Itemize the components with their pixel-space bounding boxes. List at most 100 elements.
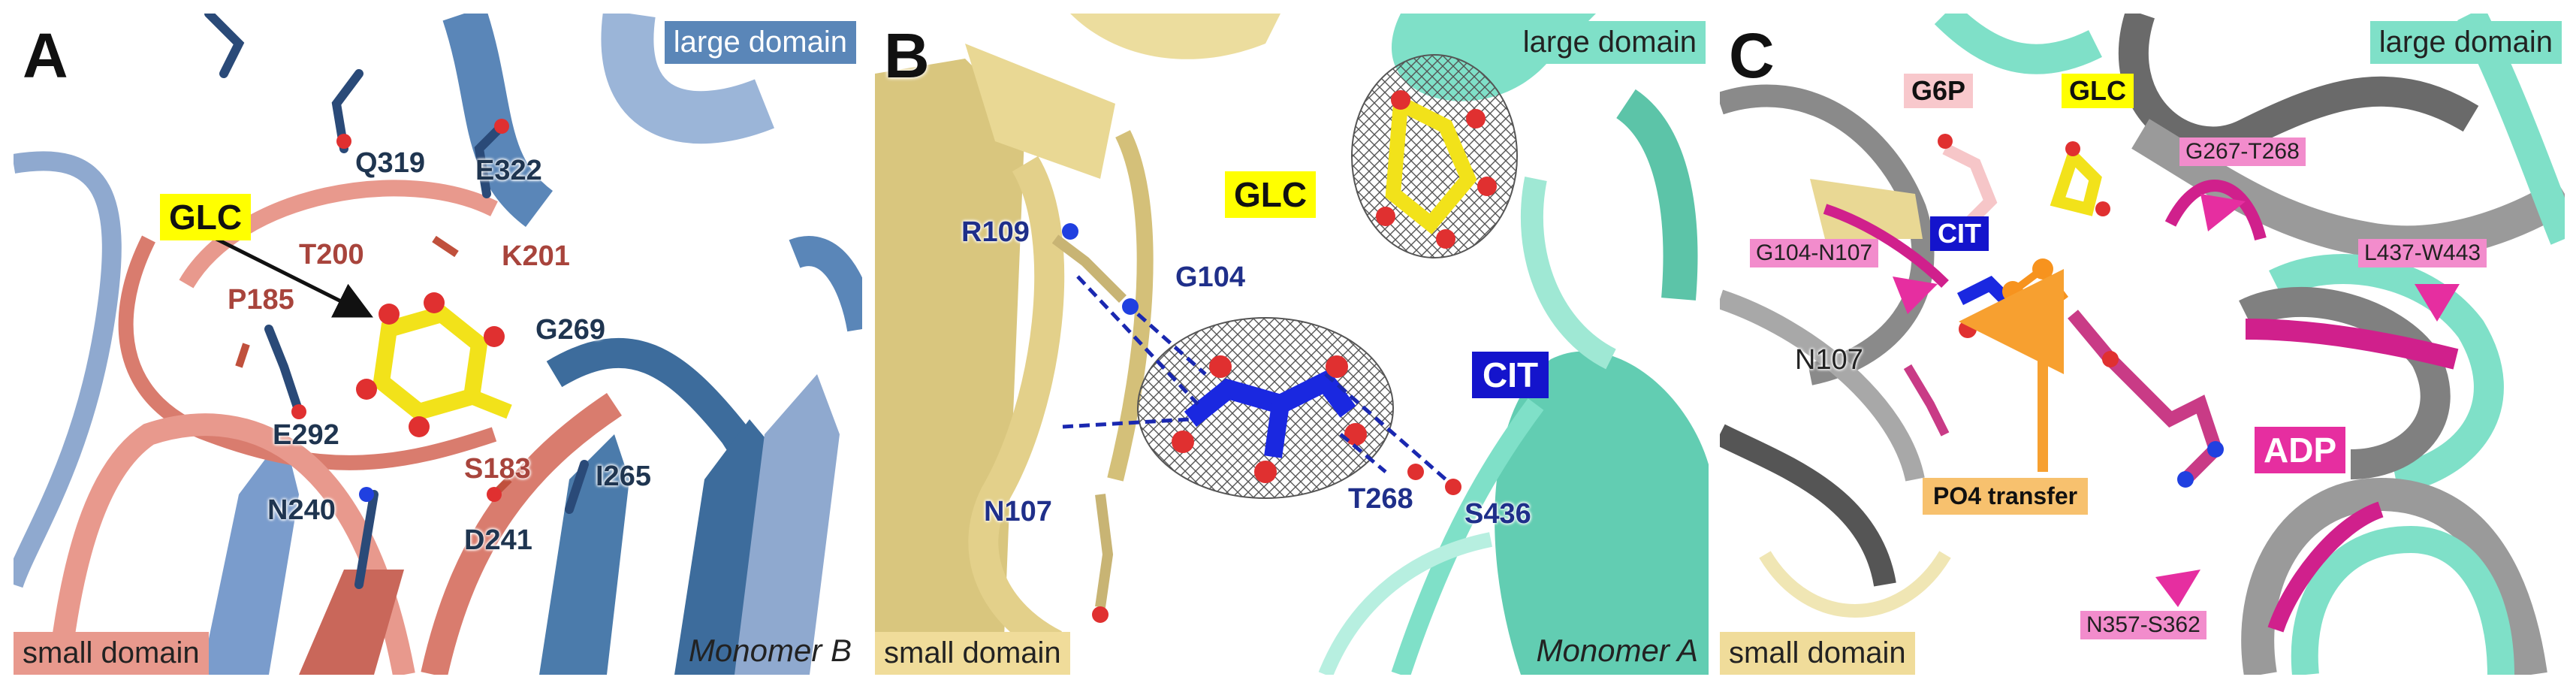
loop-ribbon — [47, 413, 415, 675]
segment-ribbon — [2164, 180, 2267, 241]
helix-ribbon — [2269, 254, 2504, 494]
residue-stick — [331, 69, 363, 153]
segment-pointer — [1893, 277, 1938, 314]
hydrogen-bonds — [1062, 275, 1447, 481]
adp-tag: ADP — [2255, 427, 2346, 473]
oxygen-atom — [291, 404, 306, 419]
nitrogen-atom — [359, 487, 374, 502]
helix-ribbon — [421, 393, 622, 675]
panel-a-structure — [14, 14, 862, 675]
loop-ribbon — [14, 151, 122, 588]
residue-stick — [264, 325, 303, 416]
loop-ribbon — [1107, 130, 1154, 482]
segment-pointer — [2155, 570, 2200, 607]
g6p-tag: G6P — [1904, 74, 1974, 108]
glc-molecule — [2050, 141, 2110, 216]
residue-label: N107 — [1795, 344, 1863, 376]
residue-label: T200 — [299, 239, 364, 270]
glc-arrow — [215, 237, 373, 318]
residue-label: Q319 — [355, 147, 425, 179]
residue-label: T268 — [1348, 483, 1413, 515]
segment-ribbon — [1823, 204, 1949, 288]
large-domain-label: large domain — [2369, 21, 2562, 64]
helix-ribbon — [2291, 525, 2514, 675]
small-domain-label: small domain — [875, 632, 1070, 675]
segment-label: L437-W443 — [2358, 239, 2487, 267]
glc-tag: GLC — [160, 194, 252, 240]
residue-label: P185 — [228, 284, 294, 316]
residue-label: D241 — [464, 524, 532, 556]
residue-label: I265 — [596, 461, 651, 492]
residue-label: N240 — [267, 494, 336, 526]
loop-ribbon — [1520, 177, 1617, 370]
po4-transfer-tag: PO4 transfer — [1923, 478, 2089, 515]
helix-ribbon — [1070, 14, 1280, 59]
loop-ribbon — [1759, 551, 1951, 618]
panel-c-structure — [1720, 14, 2565, 675]
residue-stick — [1903, 364, 1950, 437]
residue-label: E292 — [273, 419, 339, 451]
segment-ribbon — [2245, 319, 2459, 370]
segment-pointer — [2200, 194, 2246, 231]
panel-label: A — [23, 20, 68, 91]
loop-ribbon — [1720, 289, 1925, 482]
nitrogen-atom — [1122, 298, 1139, 315]
sheet-ribbon — [968, 156, 1065, 658]
adp-molecule — [2068, 310, 2224, 488]
large-domain-label: large domain — [664, 21, 856, 64]
cit-molecule — [1172, 355, 1367, 483]
residue-stick — [1095, 494, 1114, 608]
glc-tag: GLC — [1225, 171, 1317, 218]
loop-ribbon — [789, 236, 862, 332]
oxygen-atom — [487, 487, 502, 502]
cit-tag: CIT — [1930, 216, 1989, 251]
small-domain-label: small domain — [14, 632, 209, 675]
strand-arrow — [201, 434, 299, 675]
loop-ribbon — [1720, 424, 1896, 587]
small-domain-label: small domain — [1720, 632, 1915, 675]
residue-stick — [235, 343, 250, 368]
sheet-ribbon — [965, 44, 1115, 179]
helix-ribbon — [1934, 14, 2102, 74]
glc-tag: GLC — [2062, 74, 2134, 108]
residue-stick — [1051, 234, 1127, 303]
loop-ribbon — [179, 180, 498, 289]
cit-molecule — [1956, 276, 2037, 348]
helix-ribbon — [1615, 89, 1698, 301]
residue-stick — [474, 122, 506, 198]
helix-ribbon — [2131, 119, 2565, 261]
cit-tag: CIT — [1472, 352, 1549, 398]
residue-label: R109 — [961, 216, 1030, 248]
segment-ribbon — [2267, 501, 2384, 633]
oxygen-atom — [1407, 464, 1424, 480]
helix-ribbon — [442, 14, 554, 227]
segment-pointer — [2415, 284, 2460, 322]
glc-molecule — [356, 292, 512, 437]
residue-label: S436 — [1464, 498, 1531, 530]
panel-b-structure — [875, 14, 1709, 675]
panel-a: A large domain small domain Monomer B GL… — [14, 14, 862, 675]
residue-stick — [432, 235, 459, 258]
loop-ribbon — [1391, 398, 1544, 675]
residue-label: E322 — [475, 155, 542, 186]
strand-arrow — [299, 570, 404, 675]
oxygen-atom — [494, 119, 509, 134]
sheet-ribbon — [1810, 179, 1923, 239]
residue-stick — [354, 490, 379, 589]
segment-label: G104-N107 — [1750, 239, 1879, 267]
g6p-molecule — [1938, 134, 1998, 228]
monomer-label: Monomer B — [688, 633, 852, 668]
residue-label: N107 — [984, 496, 1052, 527]
large-domain-label: large domain — [1513, 21, 1706, 64]
strand-ribbon — [546, 337, 815, 548]
panel-label: B — [884, 20, 930, 91]
loop-ribbon — [1318, 532, 1492, 675]
strand-arrow — [539, 434, 629, 675]
residue-stick — [565, 460, 589, 514]
panel-b: B large domain small domain Monomer A GL… — [875, 14, 1709, 675]
residue-label: S183 — [464, 453, 531, 485]
segment-label: N357-S362 — [2080, 611, 2206, 639]
strand-arrow — [734, 374, 840, 675]
oxygen-atom — [1092, 606, 1109, 623]
residue-label: G269 — [535, 314, 605, 346]
